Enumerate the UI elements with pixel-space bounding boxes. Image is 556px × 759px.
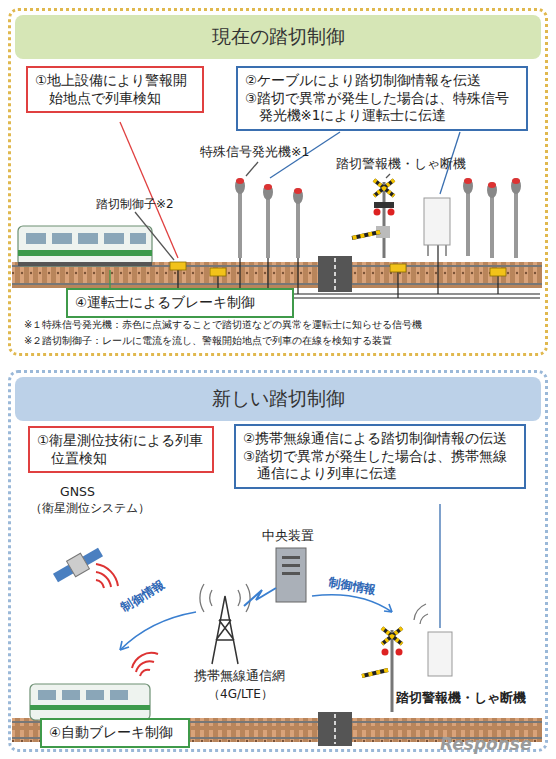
callout-text: ①地上設備により警報開始地点で列車検知 xyxy=(35,72,195,107)
label: 踏切警報機・しゃ断機 xyxy=(394,690,528,707)
leader-lines-bottom xyxy=(90,504,440,722)
callout-box: ④運転士によるブレーキ制御 xyxy=(66,288,294,318)
callout-text: ④運転士によるブレーキ制御 xyxy=(75,294,285,312)
callout-box: ②ケーブルにより踏切制御情報を伝送③踏切で異常が発生した場合は、特殊信号発光機※… xyxy=(236,66,528,131)
crossing-top xyxy=(352,180,450,258)
callout-box: ④自動ブレーキ制御 xyxy=(40,718,190,748)
label: ※２踏切制御子：レールに電流を流し、警報開始地点で列車の在線を検知する装置 xyxy=(24,334,392,348)
callout-text: ②携帯無線通信による踏切制御情報の伝送 xyxy=(243,430,517,448)
satellite xyxy=(51,544,118,588)
panel: 現在の踏切制御 ①地上設備により警報開始地点で列車検知 ②ケーブルにより踏切制御情報… xyxy=(8,8,548,356)
callout-text: ④自動ブレーキ制御 xyxy=(49,724,181,742)
callout-box: ①地上設備により警報開始地点で列車検知 xyxy=(26,66,204,113)
track-controllers xyxy=(170,262,506,276)
label: 携帯無線通信網 xyxy=(192,668,287,685)
label: 制御情報 xyxy=(118,577,168,617)
train-bottom xyxy=(30,653,158,720)
label: （4G/LTE） xyxy=(206,686,275,703)
server xyxy=(244,548,306,606)
label: 踏切制御子※2 xyxy=(96,196,174,213)
label: 踏切警報機・しゃ断機 xyxy=(336,156,466,173)
callout-box: ①衛星測位技術による列車位置検知 xyxy=(28,426,214,473)
label: 中央装置 xyxy=(262,528,314,545)
label: GNSS xyxy=(60,484,95,499)
control-arrows xyxy=(120,595,392,650)
tower xyxy=(200,584,250,664)
label: 特殊信号発光機※1 xyxy=(200,144,309,161)
callout-text: ①衛星測位技術による列車位置検知 xyxy=(37,432,205,467)
label: Response xyxy=(440,734,532,754)
panel-title: 新しい踏切制御 xyxy=(15,377,541,421)
label: 制御情報 xyxy=(327,574,377,599)
callout-box: ②携帯無線通信による踏切制御情報の伝送③踏切で異常が発生した場合は、携帯無線通信… xyxy=(234,424,526,489)
label: （衛星測位システム） xyxy=(30,500,150,517)
label: ※１特殊信号発光機：赤色に点滅することで踏切道などの異常を運転士に知らせる信号機 xyxy=(24,318,422,332)
callout-text: ③踏切で異常が発生した場合は、携帯無線通信により列車に伝達 xyxy=(243,448,517,483)
callout-text: ②ケーブルにより踏切制御情報を伝送 xyxy=(245,72,519,90)
special-signals xyxy=(235,178,521,258)
panel-title: 現在の踏切制御 xyxy=(15,15,541,59)
callout-text: ③踏切で異常が発生した場合は、特殊信号発光機※1により運転士に伝達 xyxy=(245,90,519,125)
train-top xyxy=(18,226,152,266)
